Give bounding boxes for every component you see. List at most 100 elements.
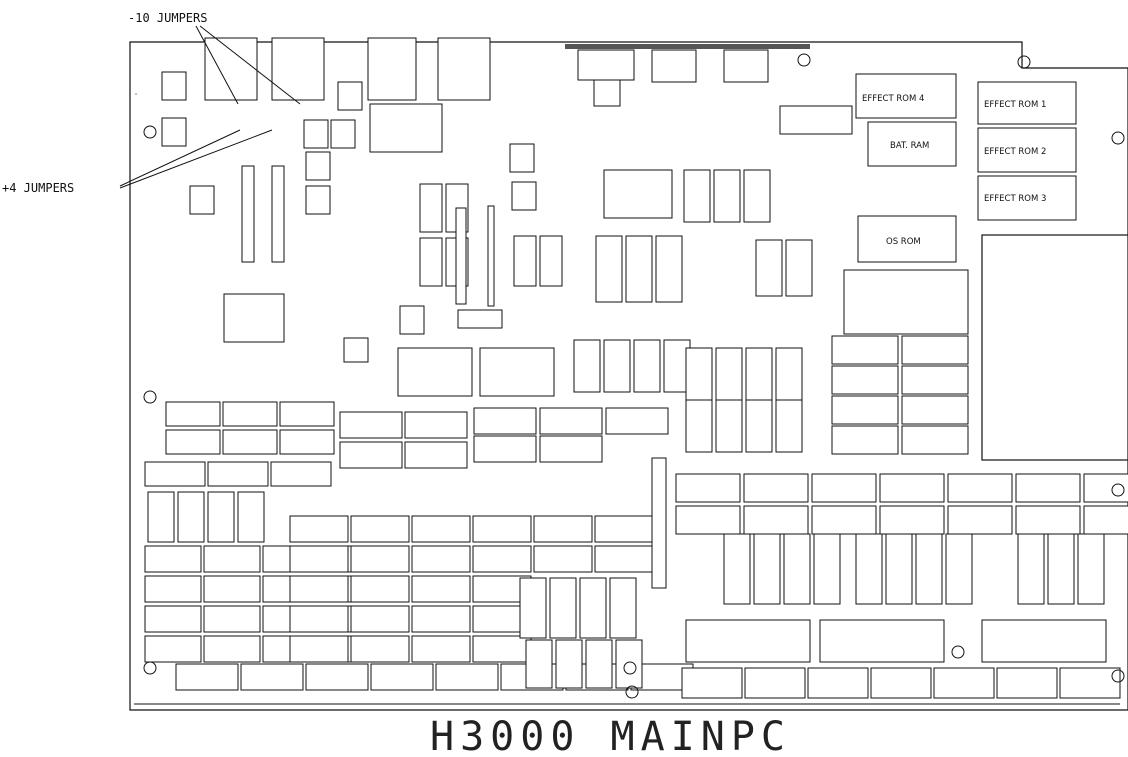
ic-chip-140: [419, 237, 443, 287]
ic-chip-107: [573, 339, 601, 393]
ic-chip-94: [901, 425, 969, 455]
component-layer: [135, 49, 1128, 699]
mounting-hole-6: [797, 53, 811, 67]
ic-chip-54: [289, 635, 349, 663]
ic-chip-157: [593, 79, 621, 107]
ic-chip-84: [933, 667, 995, 699]
plus4-leader-1: [119, 129, 241, 187]
ic-chip-5: [279, 429, 335, 455]
ic-chip-11: [539, 407, 603, 435]
ic-chip-129: [1077, 533, 1105, 605]
ic-chip-106: [615, 639, 643, 689]
ic-chip-19: [203, 545, 261, 573]
mounting-hole-3: [1111, 131, 1125, 145]
ic-chip-88: [901, 335, 969, 365]
ic-chip-121: [783, 533, 811, 605]
os-rom-label: OS ROM: [886, 237, 921, 247]
ic-chip-66: [675, 473, 741, 503]
ic-chip-52: [411, 605, 471, 633]
ic-chip-154: [651, 49, 697, 83]
mounting-hole-layer: [143, 53, 1125, 699]
ic-chip-99: [519, 577, 547, 639]
ic-chip-8: [339, 441, 403, 469]
ic-chip-6: [339, 411, 403, 439]
ic-chip-81: [744, 667, 806, 699]
ic-chip-101: [579, 577, 607, 639]
ic-chip-156: [577, 49, 635, 81]
ic-chip-40: [289, 545, 349, 573]
ic-chip-74: [743, 505, 809, 535]
ic-chip-108: [603, 339, 631, 393]
ic-chip-70: [947, 473, 1013, 503]
bat-ram-chip: [867, 121, 957, 167]
ic-chip-37: [472, 515, 532, 543]
ic-chip-112: [715, 347, 743, 401]
ic-chip-47: [350, 575, 410, 603]
ic-chip-58: [175, 663, 239, 691]
ic-chip-128: [1047, 533, 1075, 605]
mounting-hole-2: [143, 661, 157, 675]
ic-chip-23: [203, 575, 261, 603]
mounting-hole-1: [143, 390, 157, 404]
ic-chip-137: [785, 239, 813, 297]
ic-chip-76: [879, 505, 945, 535]
ic-chip-48: [411, 575, 471, 603]
ic-chip-134: [713, 169, 741, 223]
ic-chip-72: [1083, 473, 1128, 503]
board-outline: [129, 41, 1128, 711]
effect-rom-1-chip: [977, 81, 1077, 125]
os-rom-chip: [857, 215, 957, 263]
ic-chip-150: [685, 619, 811, 663]
ic-chip-153: [779, 105, 853, 135]
ic-chip-1: [222, 401, 278, 427]
ic-chip-146: [479, 347, 555, 397]
ic-chip-61: [370, 663, 434, 691]
ic-chip-149: [843, 269, 969, 335]
connector-2: [271, 37, 325, 101]
mounting-hole-9: [951, 645, 965, 659]
ic-chip-26: [144, 605, 202, 633]
connector-4: [437, 37, 491, 101]
board-cutout: [981, 234, 1128, 461]
top-connectors: [204, 37, 810, 101]
ic-chip-86: [1059, 667, 1121, 699]
ic-chip-97: [207, 491, 235, 543]
ic-chip-41: [350, 545, 410, 573]
ic-chip-174: [455, 207, 467, 305]
ic-chip-59: [240, 663, 304, 691]
ic-chip-7: [404, 411, 468, 439]
ic-chip-68: [811, 473, 877, 503]
ic-chip-135: [743, 169, 771, 223]
ic-chip-163: [303, 119, 329, 149]
ic-chip-38: [533, 515, 593, 543]
ic-chip-117: [745, 399, 773, 453]
ic-chip-9: [404, 441, 468, 469]
mounting-hole-7: [1017, 55, 1031, 69]
ic-chip-13: [473, 435, 537, 463]
mounting-hole-8: [623, 661, 637, 675]
ic-chip-171: [343, 337, 369, 363]
ic-chip-103: [525, 639, 553, 689]
ic-chip-96: [177, 491, 205, 543]
ic-chip-16: [207, 461, 269, 487]
ic-chip-158: [457, 309, 503, 329]
plus4-leader-2: [119, 129, 273, 189]
ic-chip-87: [831, 335, 899, 365]
ic-chip-51: [350, 605, 410, 633]
ic-chip-0: [165, 401, 221, 427]
minus10-jumpers-label: -10 JUMPERS: [128, 11, 207, 25]
ic-chip-151: [819, 619, 945, 663]
ic-chip-22: [144, 575, 202, 603]
ic-chip-168: [509, 143, 535, 173]
ic-chip-78: [1015, 505, 1081, 535]
ic-chip-119: [723, 533, 751, 605]
ic-chip-115: [685, 399, 713, 453]
ic-chip-12: [605, 407, 669, 435]
ic-chip-127: [1017, 533, 1045, 605]
effect-rom-4-label: EFFECT ROM 4: [862, 94, 924, 104]
ic-chip-105: [585, 639, 613, 689]
ic-chip-91: [831, 395, 899, 425]
minus10-leader-1: [195, 25, 239, 105]
ic-chip-10: [473, 407, 537, 435]
ic-chip-71: [1015, 473, 1081, 503]
